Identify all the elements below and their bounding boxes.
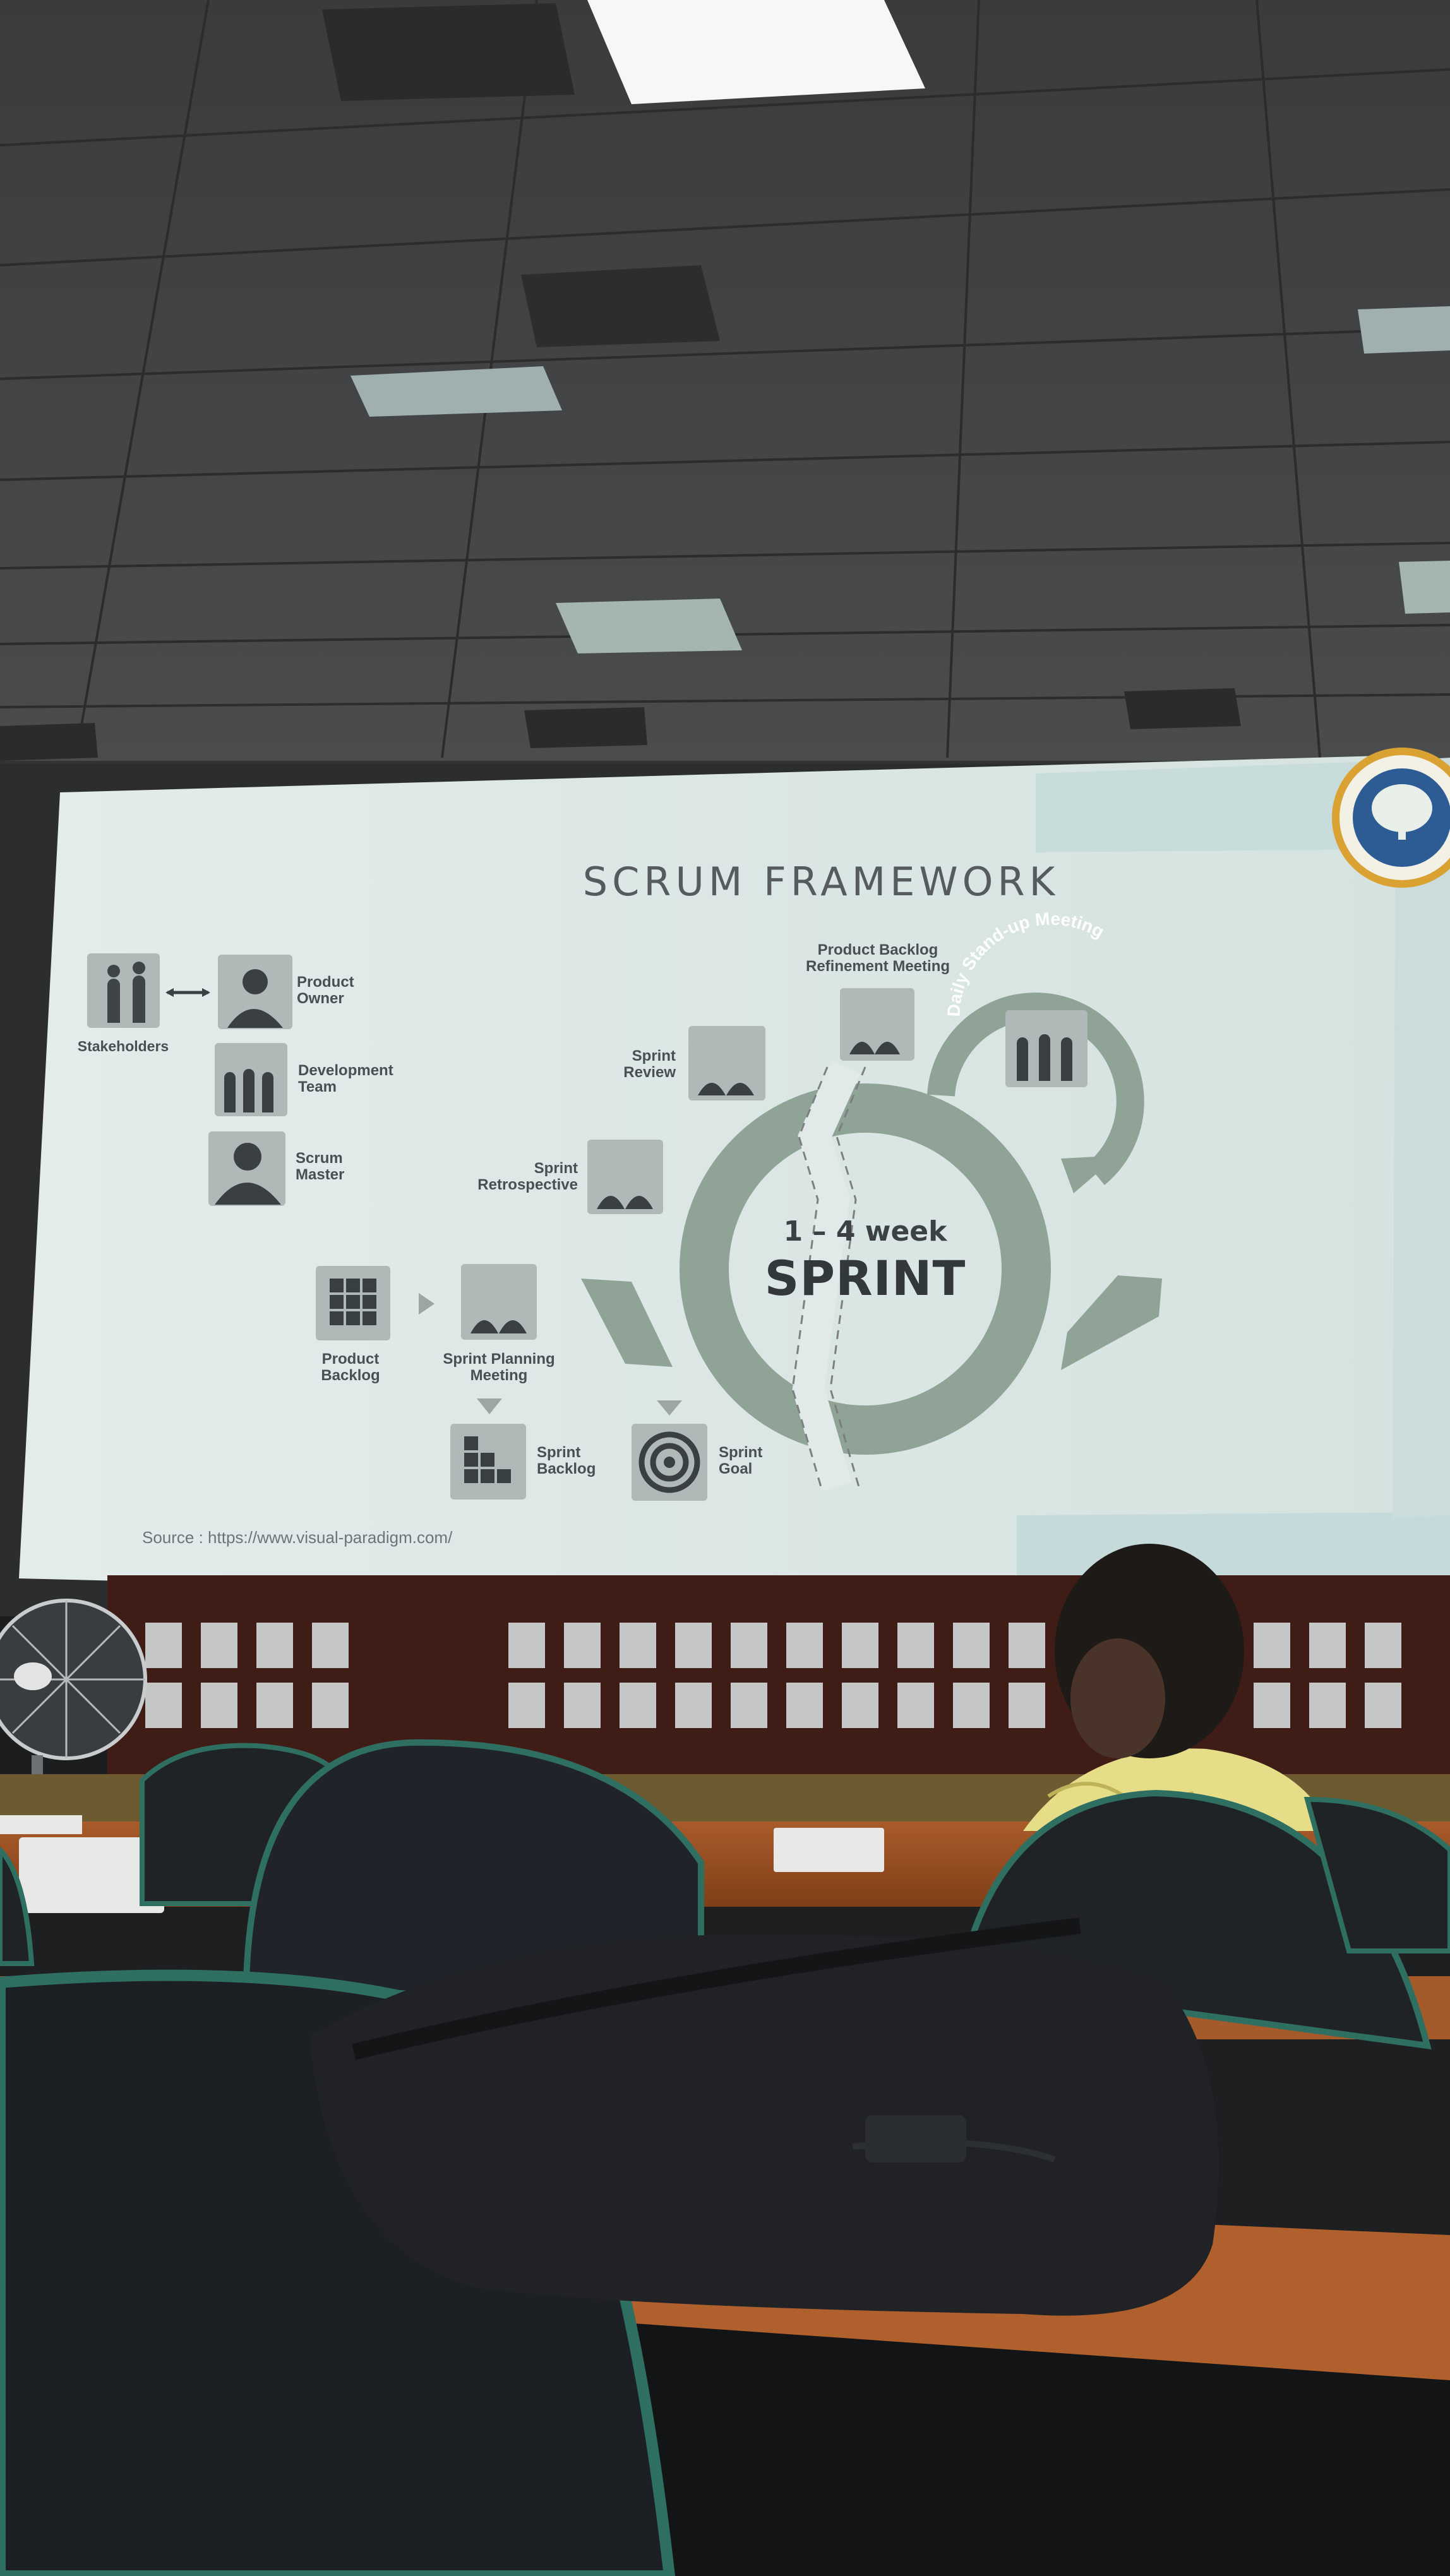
sprint-cycle-diagram — [581, 993, 1162, 1491]
roles-diagram — [87, 953, 292, 1206]
railing-window — [1365, 1683, 1401, 1728]
artifact-label-product-backlog: Product Backlog — [321, 1351, 380, 1384]
event-label-review: Sprint Review — [623, 1047, 676, 1081]
railing-window — [731, 1623, 767, 1668]
slide-title: SCRUM FRAMEWORK — [582, 859, 1060, 905]
railing-window — [675, 1623, 712, 1668]
railing-window — [897, 1623, 934, 1668]
railing-window — [312, 1623, 349, 1668]
institute-logo — [1332, 748, 1450, 888]
railing-window — [620, 1623, 656, 1668]
railing-window — [508, 1623, 545, 1668]
railing-window — [256, 1623, 293, 1668]
artifact-icons — [316, 1266, 707, 1501]
event-icons — [461, 988, 1088, 1340]
role-label-stakeholders: Stakeholders — [77, 1038, 169, 1054]
railing-window — [508, 1683, 545, 1728]
railing-window — [786, 1683, 823, 1728]
railing-window — [842, 1623, 878, 1668]
artifact-label-sprint-goal: Sprint Goal — [719, 1444, 763, 1477]
railing-window — [953, 1623, 990, 1668]
role-label-product-owner: Product Owner — [297, 974, 354, 1007]
railing-window — [564, 1683, 601, 1728]
railing-window — [786, 1623, 823, 1668]
wall-fan — [0, 1599, 147, 1831]
railing-window — [256, 1683, 293, 1728]
railing-window — [1309, 1623, 1346, 1668]
artifact-label-sprint-backlog: Sprint Backlog — [537, 1444, 596, 1477]
railing-window — [1365, 1623, 1401, 1668]
railing-window — [897, 1683, 934, 1728]
railing-window — [1254, 1623, 1290, 1668]
railing-window — [312, 1683, 349, 1728]
railing-window — [145, 1623, 182, 1668]
railing-window — [145, 1683, 182, 1728]
railing-window — [842, 1683, 878, 1728]
event-label-refinement: Product Backlog Refinement Meeting — [805, 941, 950, 975]
slide-source: Source : https://www.visual-paradigm.com… — [142, 1528, 453, 1547]
role-label-development-team: Development Team — [298, 1062, 393, 1095]
backpack — [309, 1917, 1219, 2316]
railing-window — [731, 1683, 767, 1728]
railing-window — [201, 1623, 237, 1668]
sprint-duration: 1 – 4 week — [783, 1215, 947, 1248]
sprint-label: SPRINT — [764, 1250, 966, 1306]
event-label-retrospective: Sprint Retrospective — [477, 1160, 578, 1193]
railing-window — [1009, 1683, 1045, 1728]
railing-window — [1254, 1683, 1290, 1728]
railing-window — [564, 1623, 601, 1668]
railing-window — [1309, 1683, 1346, 1728]
event-label-sprint-planning: Sprint Planning Meeting — [443, 1351, 555, 1384]
railing-window — [201, 1683, 237, 1728]
railing-window — [620, 1683, 656, 1728]
railing-window — [675, 1683, 712, 1728]
role-label-scrum-master: Scrum Master — [296, 1150, 345, 1183]
railing-window — [953, 1683, 990, 1728]
ceiling — [0, 0, 1450, 777]
railing-window — [1009, 1623, 1045, 1668]
